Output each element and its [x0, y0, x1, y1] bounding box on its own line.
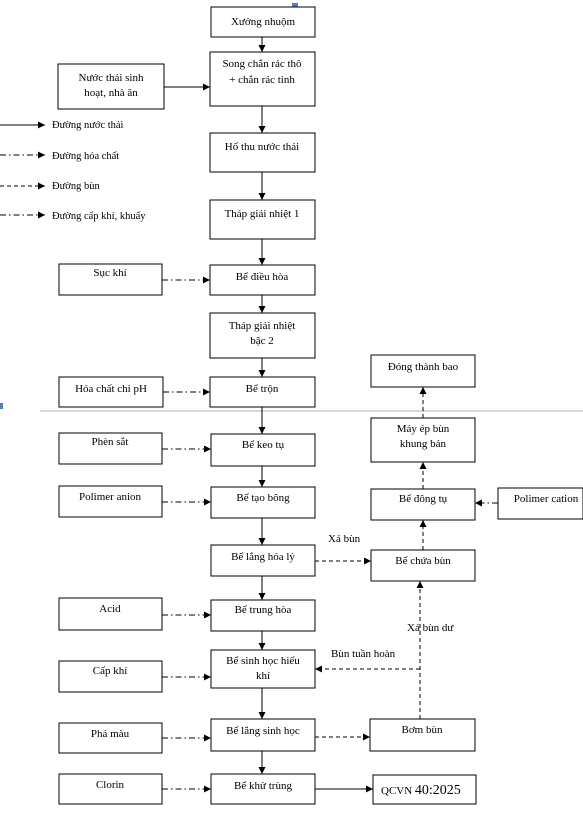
ferrous-sulfate-box[interactable]: [58, 432, 163, 465]
dyehouse-box[interactable]: [210, 6, 316, 38]
aeration-box[interactable]: [58, 263, 163, 296]
mixing-tank-label: Bể trộn: [246, 383, 279, 395]
acid-label: Acid: [99, 603, 121, 615]
disinfection-tank-box[interactable]: [210, 773, 316, 805]
polymer-cation-label: Polimer cation: [514, 493, 579, 505]
coagulation-tank-label: Bể keo tụ: [242, 439, 285, 451]
legend-sludge-label: Đường bùn: [52, 181, 100, 192]
screen-box[interactable]: [209, 51, 316, 107]
input-column: Nước thải sinh hoạt, nhà ăn Sục khí Hóa …: [57, 63, 211, 805]
legend: Đường nước thải Đường hóa chất Đường bùn…: [0, 120, 146, 222]
air-supply-box[interactable]: [58, 660, 163, 693]
main-treatment-line: Xưởng nhuộm Song chắn rác thô + chắn rác…: [209, 6, 316, 805]
sludge-pump-label: Bơm bùn: [402, 724, 443, 736]
aerobic-tank-label-line2: khí: [256, 670, 270, 682]
standard-label: QCVN 40:2025: [381, 783, 461, 798]
excess-sludge-label: Xả bùn dư: [407, 622, 454, 634]
sludge-pump-box[interactable]: [369, 718, 476, 752]
cooling-tower-2-box[interactable]: [209, 312, 316, 359]
ferrous-sulfate-label: Phèn sắt: [92, 436, 129, 448]
collection-tank-box[interactable]: [209, 132, 316, 173]
domestic-wastewater-label-line1: Nước thải sinh: [79, 72, 144, 84]
selection-handle[interactable]: [292, 3, 298, 9]
sludge-discharge-label: Xả bùn: [328, 533, 361, 545]
standard-prefix: QCVN: [381, 785, 415, 797]
legend-wastewater-label: Đường nước thải: [52, 120, 124, 131]
acid-box[interactable]: [58, 597, 163, 631]
physchem-settling-label: Bể lắng hóa lý: [231, 551, 295, 563]
mixing-tank-box[interactable]: [209, 376, 316, 408]
aerobic-tank-label-line1: Bể sinh học hiếu: [226, 655, 300, 667]
chlorine-box[interactable]: [58, 773, 163, 805]
cooling-tower-2-label-line1: Tháp giải nhiệt: [229, 320, 296, 332]
standard-box[interactable]: [372, 774, 477, 805]
domestic-wastewater-box[interactable]: [57, 63, 165, 110]
coagulation-tank-box[interactable]: [210, 433, 316, 467]
equalization-tank-label: Bể điều hòa: [236, 271, 289, 283]
thickener-label: Bể đông tụ: [399, 493, 448, 505]
cooling-tower-1-box[interactable]: [209, 199, 316, 240]
bio-settling-box[interactable]: [210, 718, 316, 752]
cooling-tower-2-label-line2: bậc 2: [250, 335, 274, 347]
polymer-anion-box[interactable]: [58, 485, 163, 518]
neutralization-tank-box[interactable]: [210, 599, 316, 632]
aeration-label: Sục khí: [93, 267, 126, 279]
neutralization-tank-label: Bể trung hòa: [235, 604, 292, 616]
filter-press-label-line2: khung bản: [400, 438, 447, 450]
dyehouse-label: Xưởng nhuộm: [231, 16, 295, 28]
polymer-anion-label: Polimer anion: [79, 491, 142, 503]
screen-label-line1: Song chắn rác thô: [222, 58, 302, 70]
output: QCVN 40:2025: [315, 774, 477, 805]
cooling-tower-1-label: Tháp giải nhiệt 1: [225, 208, 300, 220]
filter-press-label-line1: Máy ép bùn: [397, 423, 450, 435]
return-sludge-label: Bùn tuần hoàn: [331, 648, 396, 660]
legend-chemical-label: Đường hóa chất: [52, 151, 119, 162]
sludge-tank-label: Bể chứa bùn: [395, 555, 451, 567]
legend-air-label: Đường cấp khí, khuấy: [52, 211, 146, 222]
selection-handle[interactable]: [0, 403, 3, 409]
bagging-label: Đóng thành bao: [388, 361, 459, 373]
screen-label-line2: + chắn rác tinh: [229, 74, 295, 86]
flocculation-tank-label: Bể tạo bông: [236, 492, 290, 504]
decolorant-label: Phá màu: [91, 728, 130, 740]
physchem-settling-box[interactable]: [210, 544, 316, 577]
aerobic-tank-box[interactable]: [210, 649, 316, 689]
ph-chemical-box[interactable]: [58, 376, 164, 408]
bagging-box[interactable]: [370, 354, 476, 388]
air-supply-label: Cấp khí: [93, 665, 128, 677]
standard-number: 40:2025: [415, 783, 461, 798]
sludge-line: Đóng thành bao Máy ép bùn khung bản Bể đ…: [315, 354, 583, 752]
domestic-wastewater-label-line2: hoạt, nhà ăn: [84, 87, 138, 99]
disinfection-tank-label: Bể khử trùng: [234, 780, 292, 792]
equalization-tank-box[interactable]: [209, 264, 316, 296]
collection-tank-label: Hố thu nước thải: [225, 141, 299, 153]
chlorine-label: Clorin: [96, 779, 125, 791]
ph-chemical-label: Hóa chất chỉ pH: [75, 383, 147, 395]
flocculation-tank-box[interactable]: [210, 486, 316, 519]
bio-settling-label: Bể lắng sinh học: [226, 725, 300, 737]
